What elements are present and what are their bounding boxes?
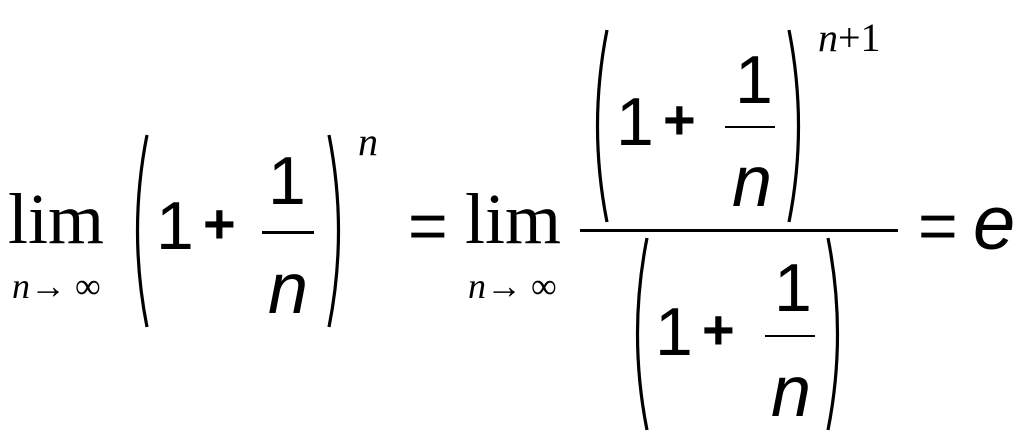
den-right-paren xyxy=(826,237,840,431)
exponent-n-plus-1: n+1 xyxy=(818,15,881,60)
num-fraction-denominator: n xyxy=(732,142,773,222)
infinity-icon: ∞ xyxy=(75,266,101,306)
left-paren xyxy=(135,134,149,328)
arrow-icon: → xyxy=(486,266,522,306)
equals-sign-2: = xyxy=(918,188,958,264)
den-fraction-denominator: n xyxy=(771,352,812,432)
lim-subscript-right: n→ ∞ xyxy=(468,268,557,304)
num-plus-sign: + xyxy=(663,88,696,151)
num-fraction-bar xyxy=(725,126,775,128)
sub-var: n xyxy=(12,266,30,306)
sub-var: n xyxy=(468,266,486,306)
num-one-term: 1 xyxy=(616,84,654,160)
lim-subscript-left: n→ ∞ xyxy=(12,268,101,304)
num-fraction-numerator: 1 xyxy=(735,42,773,118)
arrow-icon: → xyxy=(30,266,66,306)
den-plus-sign: + xyxy=(702,298,735,361)
den-fraction-bar xyxy=(765,335,815,337)
fraction-denominator: n xyxy=(268,249,309,329)
den-fraction-numerator: 1 xyxy=(774,250,812,326)
den-left-paren xyxy=(635,237,649,431)
infinity-icon: ∞ xyxy=(531,266,557,306)
plus-sign: + xyxy=(203,192,236,255)
num-right-paren xyxy=(787,29,801,223)
main-fraction-bar xyxy=(580,229,898,232)
fraction-bar xyxy=(262,231,314,234)
num-left-paren xyxy=(595,29,609,223)
lim-operator-right: lim xyxy=(465,179,562,259)
lim-operator-left: lim xyxy=(8,179,105,259)
one-term: 1 xyxy=(156,188,194,264)
result-e: e xyxy=(973,181,1016,266)
fraction-numerator: 1 xyxy=(268,143,306,219)
equals-sign: = xyxy=(408,188,448,264)
right-paren xyxy=(327,134,341,328)
exponent-n: n xyxy=(358,119,378,164)
den-one-term: 1 xyxy=(655,294,693,370)
